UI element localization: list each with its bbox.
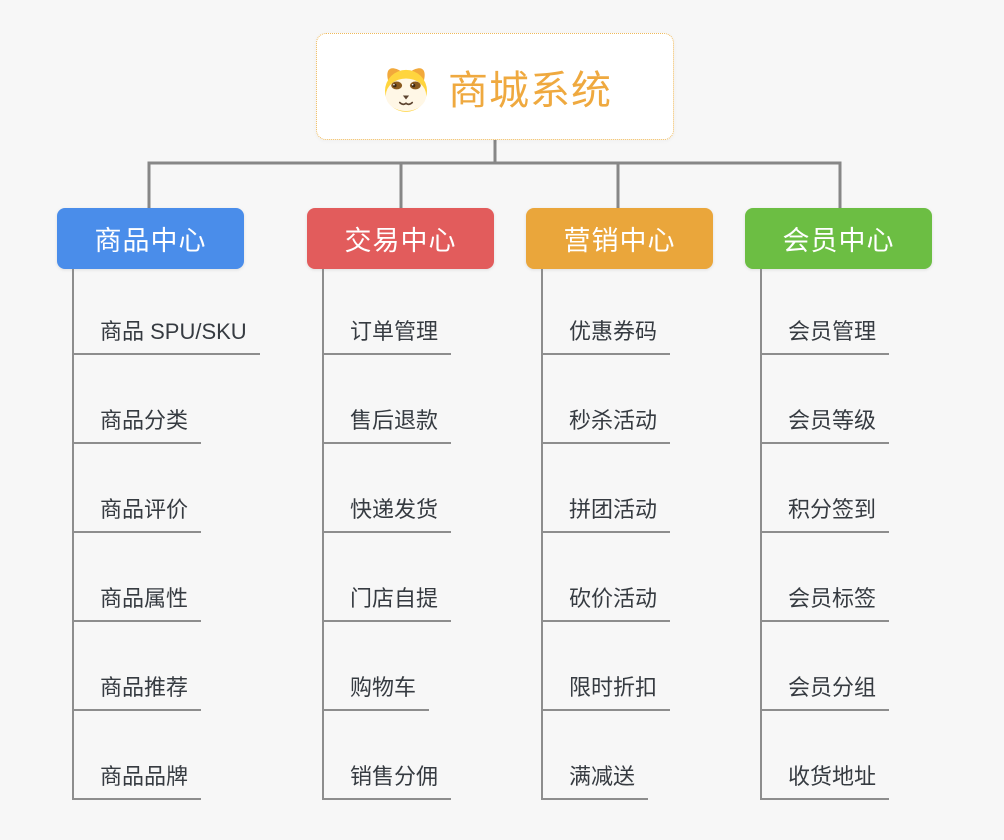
topic-label: 销售分佣 <box>322 759 452 800</box>
topic-node[interactable]: 优惠券码 <box>541 266 671 355</box>
topic-label: 满减送 <box>541 759 649 800</box>
topic-label: 购物车 <box>322 670 430 711</box>
topic-label: 商品评价 <box>72 492 202 533</box>
topic-node[interactable]: 订单管理 <box>322 266 452 355</box>
branch-trunk-line <box>72 269 74 800</box>
topic-node[interactable]: 购物车 <box>322 622 451 711</box>
topic-label: 会员分组 <box>760 670 890 711</box>
topic-node[interactable]: 会员管理 <box>760 266 890 355</box>
topic-node[interactable]: 售后退款 <box>322 355 452 444</box>
branch-marketing-center: 营销中心 优惠券码 秒杀活动 拼团活动 砍价活动 限时折扣 满减送 <box>526 208 713 800</box>
topic-node[interactable]: 会员分组 <box>760 622 890 711</box>
topic-node[interactable]: 商品分类 <box>72 355 260 444</box>
topic-node[interactable]: 积分签到 <box>760 444 890 533</box>
branch-header-marketing-center[interactable]: 营销中心 <box>526 208 713 269</box>
branch-header-member-center[interactable]: 会员中心 <box>745 208 932 269</box>
topic-node[interactable]: 收货地址 <box>760 711 890 800</box>
topic-label: 商品推荐 <box>72 670 202 711</box>
topic-label: 售后退款 <box>322 403 452 444</box>
topic-label: 商品品牌 <box>72 759 202 800</box>
dog-face-icon <box>385 67 427 112</box>
topic-node[interactable]: 门店自提 <box>322 533 452 622</box>
branch-items: 商品 SPU/SKU 商品分类 商品评价 商品属性 商品推荐 商品品牌 <box>72 266 260 800</box>
topic-node[interactable]: 商品属性 <box>72 533 260 622</box>
branch-label: 会员中心 <box>782 226 895 256</box>
topic-node[interactable]: 销售分佣 <box>322 711 452 800</box>
topic-label: 限时折扣 <box>541 670 671 711</box>
topic-node[interactable]: 快递发货 <box>322 444 452 533</box>
topic-label: 商品 SPU/SKU <box>72 314 260 355</box>
topic-label: 砍价活动 <box>541 581 671 622</box>
topic-node[interactable]: 秒杀活动 <box>541 355 671 444</box>
topic-node[interactable]: 满减送 <box>541 711 670 800</box>
topic-label: 拼团活动 <box>541 492 671 533</box>
topic-label: 商品分类 <box>72 403 202 444</box>
branch-label: 商品中心 <box>94 226 207 256</box>
topic-node[interactable]: 限时折扣 <box>541 622 671 711</box>
root-topic[interactable]: 商城系统 <box>316 33 674 140</box>
root-topic-title: 商城系统 <box>448 68 612 113</box>
topic-label: 优惠券码 <box>541 314 671 355</box>
topic-label: 商品属性 <box>72 581 202 622</box>
branch-trunk-line <box>322 269 324 800</box>
branch-trunk-line <box>760 269 762 800</box>
topic-node[interactable]: 砍价活动 <box>541 533 671 622</box>
topic-node[interactable]: 商品品牌 <box>72 711 260 800</box>
topic-label: 秒杀活动 <box>541 403 671 444</box>
branch-header-trade-center[interactable]: 交易中心 <box>307 208 494 269</box>
branch-trade-center: 交易中心 订单管理 售后退款 快递发货 门店自提 购物车 销售分佣 <box>307 208 494 800</box>
branch-member-center: 会员中心 会员管理 会员等级 积分签到 会员标签 会员分组 收货地址 <box>745 208 932 800</box>
topic-label: 门店自提 <box>322 581 452 622</box>
branch-trunk-line <box>541 269 543 800</box>
topic-label: 收货地址 <box>760 759 890 800</box>
branch-product-center: 商品中心 商品 SPU/SKU 商品分类 商品评价 商品属性 商品推荐 商品品牌 <box>57 208 260 800</box>
branch-header-product-center[interactable]: 商品中心 <box>57 208 244 269</box>
topic-node[interactable]: 商品推荐 <box>72 622 260 711</box>
topic-label: 会员标签 <box>760 581 890 622</box>
branch-label: 营销中心 <box>563 226 676 256</box>
topic-node[interactable]: 商品评价 <box>72 444 260 533</box>
topic-node[interactable]: 拼团活动 <box>541 444 671 533</box>
topic-label: 会员管理 <box>760 314 890 355</box>
topic-label: 积分签到 <box>760 492 890 533</box>
topic-label: 快递发货 <box>322 492 452 533</box>
topic-node[interactable]: 会员标签 <box>760 533 890 622</box>
topic-label: 订单管理 <box>322 314 452 355</box>
branch-items: 优惠券码 秒杀活动 拼团活动 砍价活动 限时折扣 满减送 <box>541 266 671 800</box>
topic-node[interactable]: 商品 SPU/SKU <box>72 266 260 355</box>
topic-label: 会员等级 <box>760 403 890 444</box>
branch-label: 交易中心 <box>344 226 457 256</box>
branch-items: 订单管理 售后退款 快递发货 门店自提 购物车 销售分佣 <box>322 266 452 800</box>
topic-node[interactable]: 会员等级 <box>760 355 890 444</box>
branch-items: 会员管理 会员等级 积分签到 会员标签 会员分组 收货地址 <box>760 266 890 800</box>
